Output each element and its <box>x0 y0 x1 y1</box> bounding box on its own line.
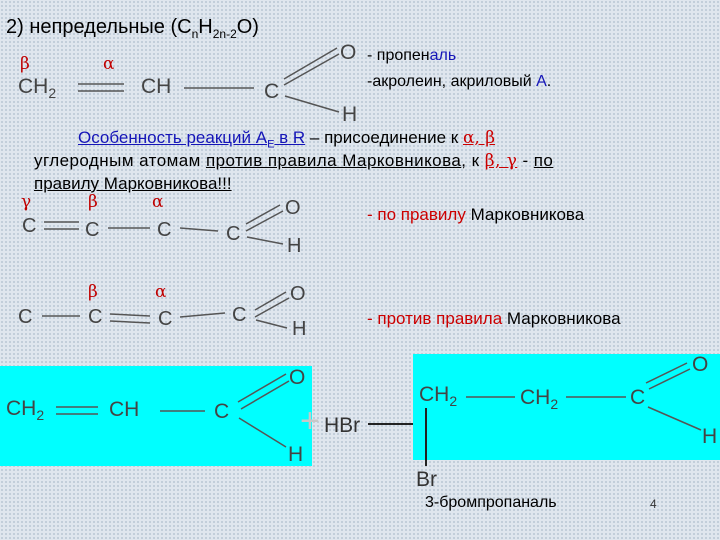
greek-alpha-s1: α <box>152 192 164 212</box>
product-ch2-a: CH2 <box>419 383 458 410</box>
product-br: Br <box>416 468 437 491</box>
s1-c2: C <box>85 219 100 241</box>
hbr-reagent: HBr <box>324 414 361 437</box>
s1-o: O <box>285 197 301 219</box>
reactant-h: H <box>288 443 304 466</box>
greek-beta-s1: β <box>88 192 98 212</box>
rule-line-3: правилу Марковникова!!! <box>34 174 232 193</box>
s1-h: H <box>287 235 302 257</box>
s2-c1: C <box>18 306 33 328</box>
top-h: H <box>342 103 358 126</box>
s2-o: O <box>290 283 306 305</box>
anti-markovnikov-label: - против правила Марковникова <box>367 309 621 328</box>
reactant-ch2: CH2 <box>6 397 45 424</box>
acrolein-label: -акролеин, акриловый А. <box>367 73 552 90</box>
s1-c1: C <box>22 215 37 237</box>
top-c: C <box>264 80 280 103</box>
page-number: 4 <box>650 497 657 511</box>
top-ch: CH <box>141 75 172 98</box>
greek-beta-s2: β <box>88 282 98 302</box>
reactant-o: O <box>289 366 306 389</box>
s1-c3: C <box>157 219 172 241</box>
reactant-ch: CH <box>109 398 140 421</box>
product-h: H <box>702 425 718 448</box>
product-ch2-b: CH2 <box>520 386 559 413</box>
greek-alpha-top: α <box>103 54 115 74</box>
top-ch2: CH2 <box>18 75 57 102</box>
top-o: O <box>340 41 357 64</box>
greek-beta-top: β <box>20 54 30 74</box>
s2-c2: C <box>88 306 103 328</box>
product-c: C <box>630 386 646 409</box>
reactant-c: C <box>214 400 230 423</box>
slide-title: 2) непредельные (CnH2n-2O) <box>6 16 259 41</box>
s1-c4: C <box>226 223 241 245</box>
greek-gamma-s1: γ <box>21 192 32 212</box>
product-name: 3-бромпропаналь <box>425 494 557 511</box>
reactant-panel <box>0 366 312 466</box>
s2-c4: C <box>232 304 247 326</box>
plus-sign: + <box>300 402 320 440</box>
s2-c3: C <box>158 308 173 330</box>
markovnikov-label: - по правилу Марковникова <box>367 205 585 224</box>
rule-line-1: Особенность реакций АЕ в R – присоединен… <box>78 128 496 151</box>
propenal-label: - пропеналь <box>367 47 457 64</box>
greek-alpha-s2: α <box>155 282 167 302</box>
rule-line-2: углеродным атомам против правила Марковн… <box>34 151 554 171</box>
product-o: O <box>692 353 709 376</box>
s2-h: H <box>292 318 307 340</box>
